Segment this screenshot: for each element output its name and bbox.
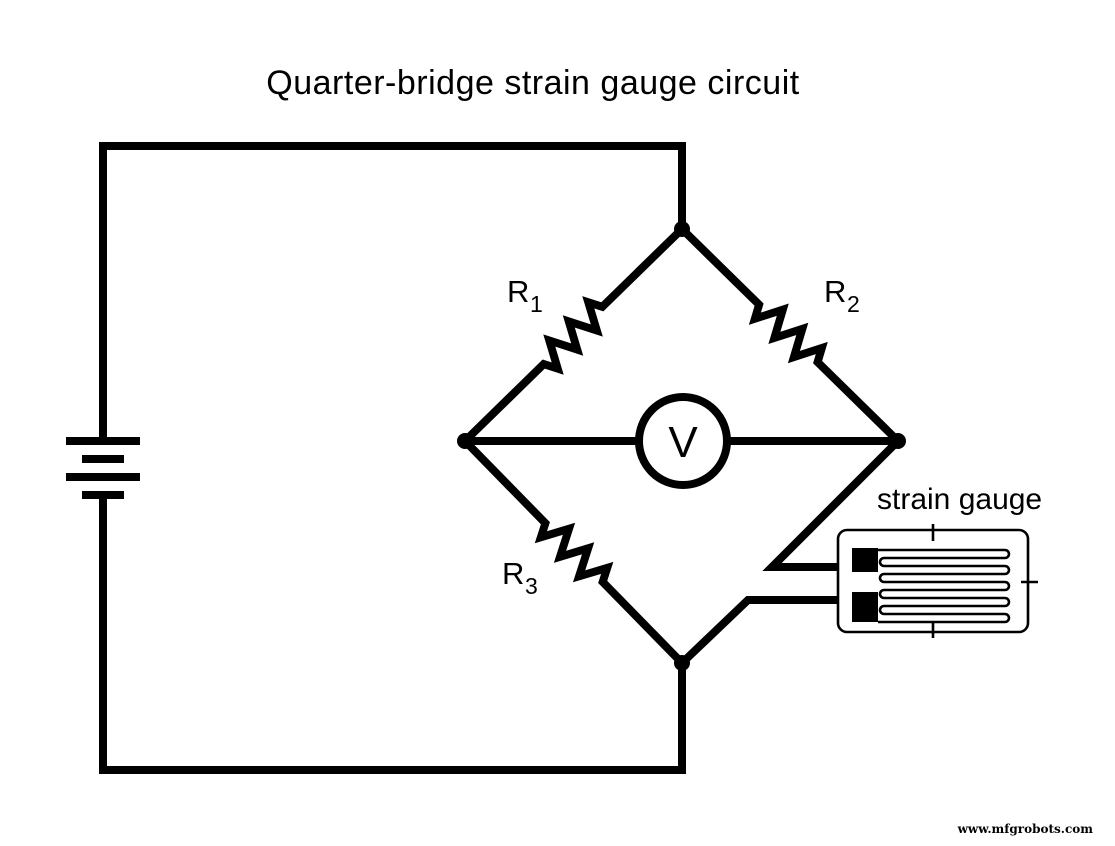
resistor-r1-label: R: [507, 274, 529, 309]
resistor-r1-symbol: [459, 223, 688, 447]
battery-icon: [66, 437, 140, 499]
resistor-labels: R 1 R 2 R 3: [502, 274, 860, 599]
strain-gauge-symbol: strain gauge: [676, 435, 1042, 669]
diagram-title: Quarter-bridge strain gauge circuit: [266, 64, 800, 102]
watermark: www.mfgrobots.com: [957, 822, 1093, 836]
wire-right-node-to-gauge: [762, 435, 904, 571]
node-top: [674, 221, 690, 237]
strain-gauge-pad-top: [852, 548, 878, 572]
node-left: [457, 433, 473, 449]
voltmeter-circle: [635, 393, 731, 489]
resistor-r3-symbol: [459, 435, 688, 669]
resistor-r2-label: R: [824, 274, 846, 309]
strain-gauge-label: strain gauge: [877, 483, 1042, 516]
strain-gauge-grid: [878, 548, 1011, 624]
wire-bottom-node-to-gauge: [676, 596, 860, 669]
voltmeter-label: V: [668, 418, 698, 467]
resistor-r2-symbol: [676, 223, 904, 447]
wire-top-loop: [99, 142, 686, 445]
outer-wiring: [99, 142, 686, 774]
resistor-r3-subscript: 3: [525, 573, 538, 599]
strain-gauge-pad-bottom: [852, 592, 878, 622]
resistor-r1-subscript: 1: [530, 291, 543, 317]
resistor-r2-subscript: 2: [847, 291, 860, 317]
wire-bottom-loop: [99, 491, 686, 774]
resistor-r3-label: R: [502, 556, 524, 591]
